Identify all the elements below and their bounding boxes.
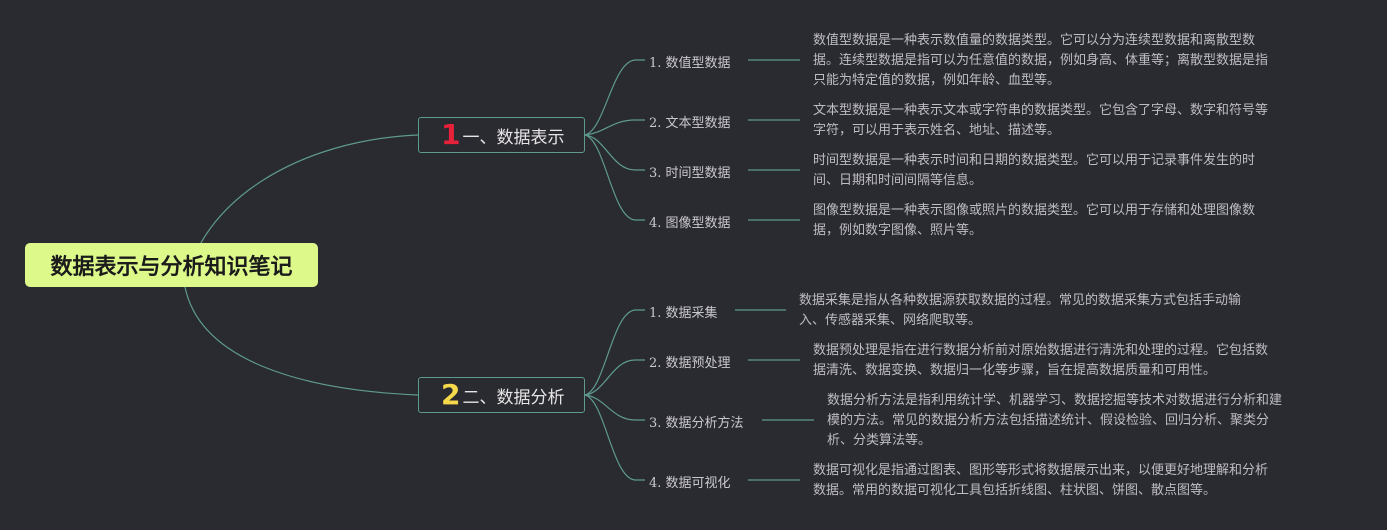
branch-data-analysis[interactable]: 2 二、数据分析 [418, 377, 585, 413]
desc-image-data: 图像型数据是一种表示图像或照片的数据类型。它可以用于存储和处理图像数 据，例如数… [813, 203, 1256, 238]
connector-b1-leaf-1 [584, 59, 645, 136]
connector-b1-leaf-3 [584, 134, 645, 171]
desc-analysis-methods: 数据分析方法是指利用统计学、机器学习、数据挖掘等技术对数据进行分析和建 模的方法… [827, 393, 1283, 448]
connector-b2-leaf-2 [584, 359, 645, 396]
priority-1-icon: 1 [441, 118, 461, 151]
branch-label: 二、数据分析 [462, 387, 565, 408]
connector-b1-leaf-2 [584, 119, 645, 136]
leaf-text-data[interactable]: 2. 文本型数据 [649, 116, 731, 131]
desc-data-preprocessing: 数据预处理是指在进行数据分析前对原始数据进行清洗和处理的过程。它包括数 据清洗、… [813, 343, 1269, 378]
priority-2-icon: 2 [441, 378, 461, 411]
leaf-image-data[interactable]: 4. 图像型数据 [649, 216, 731, 231]
root-topic[interactable]: 数据表示与分析知识笔记 [25, 243, 318, 287]
connector-b2-leaf-1 [584, 309, 645, 396]
desc-data-visualization: 数据可视化是指通过图表、图形等形式将数据展示出来，以便更好地理解和分析 数据。常… [813, 463, 1269, 498]
desc-time-data: 时间型数据是一种表示时间和日期的数据类型。它可以用于记录事件发生的时 间、日期和… [813, 153, 1256, 188]
branch-label: 一、数据表示 [462, 127, 565, 148]
connector-b1-leaf-4 [584, 134, 645, 221]
leaf-analysis-methods[interactable]: 3. 数据分析方法 [649, 416, 744, 431]
connector-b2-leaf-4 [584, 394, 645, 481]
leaf-data-visualization[interactable]: 4. 数据可视化 [649, 476, 731, 491]
leaf-time-data[interactable]: 3. 时间型数据 [649, 166, 731, 181]
desc-data-collection: 数据采集是指从各种数据源获取数据的过程。常见的数据采集方式包括手动输 入、传感器… [799, 293, 1242, 328]
leaf-numeric-data[interactable]: 1. 数值型数据 [649, 56, 731, 71]
branch-data-representation[interactable]: 1 一、数据表示 [418, 117, 585, 153]
connector-b2-leaf-3 [584, 394, 645, 421]
leaf-data-collection[interactable]: 1. 数据采集 [649, 306, 718, 321]
root-title: 数据表示与分析知识笔记 [50, 255, 293, 280]
desc-text-data: 文本型数据是一种表示文本或字符串的数据类型。它包含了字母、数字和符号等 字符，可… [813, 103, 1269, 138]
desc-numeric-data: 数值型数据是一种表示数值量的数据类型。它可以分为连续型数据和离散型数 据。连续型… [813, 33, 1269, 88]
leaf-data-preprocessing[interactable]: 2. 数据预处理 [649, 356, 731, 371]
connector-root-branch-2 [184, 286, 419, 396]
